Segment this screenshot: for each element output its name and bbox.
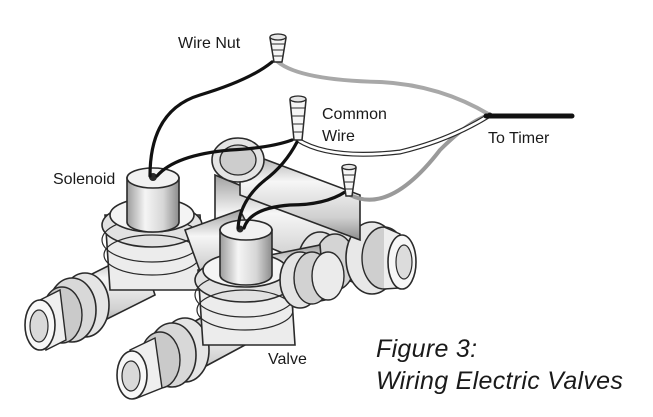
front-common-wire [236,140,299,230]
figure-caption-line1: Figure 3: [376,335,478,363]
common-wire-label-line1: Common [322,106,387,123]
figure-caption-line2: Wiring Electric Valves [376,367,624,395]
left-common-wire [155,138,294,178]
wire-nut-right [341,163,357,197]
left-solenoid [126,167,180,233]
wires [148,60,575,230]
left-solenoid-wire [148,60,274,178]
front-valve [116,209,345,400]
to-timer-label: To Timer [488,130,550,147]
left-inlet-union [24,272,110,352]
wire-nut-common [289,95,307,141]
solenoid-label: Solenoid [53,171,116,188]
wire-nut-top [269,33,287,63]
valve-label: Valve [268,351,307,368]
front-solenoid-wire [242,190,347,230]
left-valve [24,167,206,352]
rear-top-union [211,137,265,183]
common-wire-label-line2: Wire [322,128,355,145]
front-right-union [279,251,345,309]
front-inlet-union [116,317,210,400]
gray-wire-upper [276,60,492,117]
front-solenoid [219,219,273,286]
wire-nut-label: Wire Nut [178,35,241,52]
common-wire [296,113,492,156]
